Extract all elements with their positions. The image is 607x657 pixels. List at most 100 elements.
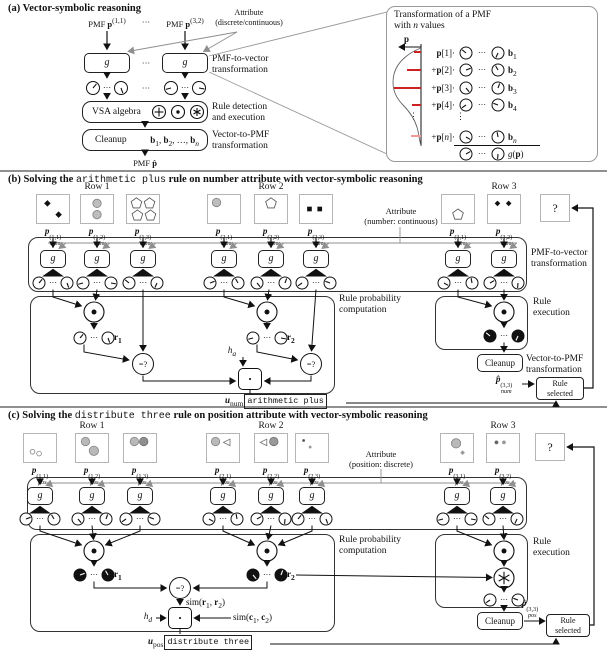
p-symbol: p	[88, 226, 94, 236]
subscript: num	[93, 240, 105, 248]
p-label: p(2,1)pos	[201, 465, 245, 487]
p-symbol: p	[215, 226, 221, 236]
inset-row-basis: b1	[508, 47, 517, 61]
rule-probability-box-c	[30, 534, 335, 632]
matrix-panel	[295, 433, 329, 463]
clock-icon	[192, 81, 206, 95]
superscript: (2,3)	[308, 473, 321, 480]
panel-a-attribute-lines	[127, 31, 238, 55]
panel-shapes	[302, 439, 312, 449]
matrix-panel	[207, 194, 241, 224]
p-symbol: p	[303, 465, 309, 475]
subscript: pos	[527, 612, 537, 620]
circle-shape	[269, 436, 279, 447]
p-hat-output-label-c: p̂(3,3)pos	[512, 598, 548, 620]
subscript: num	[139, 240, 151, 248]
circle-shape	[502, 440, 506, 445]
circle-shape	[302, 439, 305, 442]
row-label: Row 2	[258, 182, 284, 192]
cleanup-box-c: Cleanup	[477, 612, 523, 630]
g-transform-box: g	[258, 250, 284, 268]
p-label: p(3,1)pos	[435, 465, 479, 487]
superscript: (2,2)	[267, 234, 280, 241]
inset-row-coef: p[1]·	[436, 47, 455, 58]
dot-product-box-b: ·	[238, 368, 262, 390]
circle-shape	[211, 197, 222, 208]
matrix-panel	[441, 194, 475, 224]
attribute-label-c: Attribute(position: discrete)	[349, 449, 413, 469]
matrix-panel	[299, 194, 333, 224]
matrix-panel	[254, 433, 288, 463]
ellipsis: ···	[141, 58, 151, 68]
rule-name-mono: distribute three	[74, 411, 171, 422]
superscript: (3,2)	[499, 473, 512, 480]
square-shape	[317, 206, 323, 212]
matrix-panel	[126, 194, 160, 224]
p-label: p(3,2)pos	[481, 465, 525, 487]
superscript: (1,2)	[88, 473, 101, 480]
panel-shapes	[44, 200, 62, 218]
matrix-panel	[440, 433, 474, 463]
panel-shapes	[452, 208, 464, 220]
selected-rule-tag: distribute three	[164, 635, 253, 650]
p-label: p(1,3)num	[121, 226, 165, 248]
subscript: num	[267, 240, 279, 248]
g-transform-box: g	[84, 250, 110, 268]
subscript: pos	[37, 479, 47, 487]
title-text: (c) Solving the	[8, 410, 75, 421]
subscript: num	[500, 240, 512, 248]
inset-row-coef: +p[3]·	[431, 82, 455, 93]
g-transform-box: g	[162, 53, 208, 73]
g-transform-box: g	[211, 250, 237, 268]
g-transform-box: g	[210, 487, 236, 505]
equality-check-circle: =?	[300, 353, 322, 375]
inset-row-coef: +p[4]·	[431, 99, 455, 110]
vsa-algebra-label: VSA algebra	[92, 107, 141, 117]
cleanup-label: Cleanup	[95, 135, 127, 145]
rule-vector-r1-label: r1	[114, 569, 122, 582]
title-text: rule on number attribute with vector-sym…	[165, 174, 423, 185]
diamond-shape	[505, 200, 512, 207]
superscript: (1,3)	[139, 234, 152, 241]
g-transform-box: g	[491, 250, 517, 268]
p-symbol: p	[262, 465, 268, 475]
pmf-axis-label: p	[404, 34, 410, 44]
panel-shapes	[211, 197, 222, 208]
g-transform-box: g	[84, 53, 130, 73]
inset-row-basis: bn	[508, 131, 517, 145]
inset-row-basis: b4	[508, 99, 517, 113]
p-symbol: p	[448, 465, 454, 475]
p-label: p(1,2)num	[75, 226, 119, 248]
p-symbol: p	[83, 465, 89, 475]
diamond-shape	[44, 200, 51, 207]
panel-shapes	[130, 197, 157, 221]
g-transform-box: g	[444, 487, 470, 505]
dot-product-box-c: ·	[168, 607, 192, 629]
subscript: pos	[454, 479, 464, 487]
superscript: (2,1)	[219, 473, 232, 480]
superscript: (2,1)	[220, 234, 233, 241]
g-transform-box: g	[303, 250, 329, 268]
ellipsis: ···	[141, 83, 151, 93]
pentagon-shape	[130, 197, 143, 209]
g-transform-box: g	[299, 487, 325, 505]
title-text: rule on position attribute with vector-s…	[170, 410, 428, 421]
superscript: (2,2)	[267, 473, 280, 480]
rule-probability-box-b	[30, 296, 335, 394]
hypervector-clock-pair: ···	[86, 81, 128, 95]
panel-shapes	[129, 436, 149, 447]
triangle-shape	[222, 438, 231, 447]
subscript: num	[312, 240, 324, 248]
subscript: pos	[268, 479, 278, 487]
ellipsis: ···	[181, 84, 189, 93]
circle-shape	[494, 440, 499, 445]
pentagon-shape	[452, 208, 464, 220]
cleanup-box-a: Cleanup b1, b2, …, bn	[82, 129, 208, 151]
matrix-panel	[487, 194, 521, 224]
row-label: Row 1	[79, 421, 105, 431]
matrix-panel	[80, 194, 114, 224]
